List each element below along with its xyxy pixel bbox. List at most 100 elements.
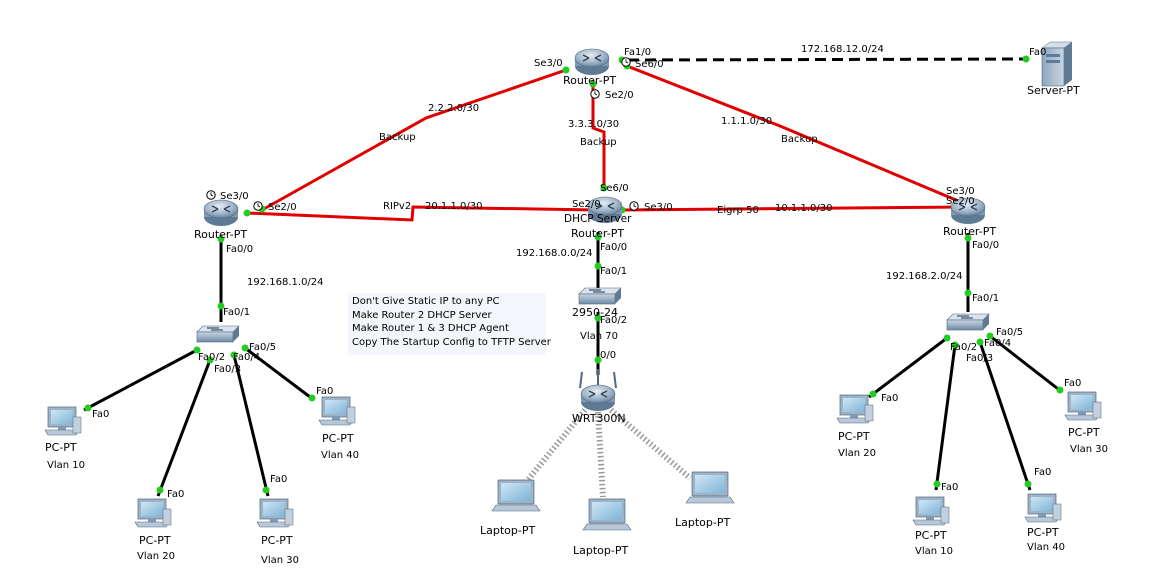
port-label: Fa0 <box>316 386 333 397</box>
laptop-1[interactable] <box>491 479 541 512</box>
wireless-router[interactable] <box>579 369 617 412</box>
link-lsw-pc2 <box>156 359 212 497</box>
router-right-label: Router-PT <box>943 225 996 238</box>
port-label: Se2/0 <box>572 199 601 210</box>
link-rsw-pc3 <box>978 341 1032 491</box>
instructions-note: Don't Give Static IP to any PC Make Rout… <box>348 293 551 355</box>
clock-icon <box>590 89 600 99</box>
pc-label: PC-PT <box>1068 426 1100 439</box>
vlan-label: Vlan 70 <box>580 331 618 342</box>
switch-mid[interactable] <box>578 287 622 305</box>
clock-icon <box>629 201 639 211</box>
port-label: Se3/0 <box>946 186 975 197</box>
switch-mid-label: 2950-24 <box>572 306 618 319</box>
switch-right[interactable] <box>946 313 990 331</box>
link-label-ripv2: RIPv2 <box>383 201 411 212</box>
link-label-backup: Backup <box>580 137 617 148</box>
pc-left-3[interactable] <box>256 498 294 528</box>
pc-right-3[interactable] <box>1024 493 1062 523</box>
port-label: Fa0 <box>881 393 898 404</box>
port-label: Fa0/1 <box>223 307 250 318</box>
port-label: Se6/0 <box>600 183 629 194</box>
pc-right-4[interactable] <box>1064 391 1102 421</box>
link-rsw-pc4 <box>989 334 1063 394</box>
port-label: Se2/0 <box>268 202 297 213</box>
link-router-top-to-router-left <box>261 68 567 212</box>
link-router-mid-to-router-right <box>619 205 966 212</box>
port-label: Fa0/2 <box>600 315 627 326</box>
pc-left-1[interactable] <box>44 406 82 436</box>
pc-label: PC-PT <box>45 441 77 454</box>
port-label: Se3/0 <box>534 58 563 69</box>
link-lsw-pc3 <box>232 354 270 497</box>
port-label: Fa0/0 <box>972 240 999 251</box>
port-label: Fa0/2 <box>950 342 977 353</box>
server-label: Server-PT <box>1027 84 1080 97</box>
port-label: Fa0/3 <box>214 364 241 375</box>
switch-left[interactable] <box>196 325 240 343</box>
port-label: Fa0/1 <box>972 293 999 304</box>
link-router-top-to-router-mid <box>591 80 606 190</box>
link-router-top-to-router-right <box>626 64 964 205</box>
link-router-top-to-server <box>627 57 1027 62</box>
laptop-label: Laptop-PT <box>675 516 730 529</box>
port-label: Fa0 <box>92 409 109 420</box>
port-status-dots <box>84 55 1064 494</box>
pc-label: PC-PT <box>1027 526 1059 539</box>
port-label: Fa0 <box>1029 47 1046 58</box>
port-label: Se3/0 <box>220 191 249 202</box>
port-label: Fa0/3 <box>966 353 993 364</box>
laptop-3[interactable] <box>685 471 735 504</box>
port-label: Fa0/0 <box>226 244 253 255</box>
network-label: 1.1.1.0/30 <box>721 116 772 127</box>
clock-icon <box>621 57 631 67</box>
link-label-eigrp: Eigrp 50 <box>717 205 759 216</box>
clock-icon <box>253 201 263 211</box>
link-label-backup: Backup <box>781 134 818 145</box>
router-mid-label: Router-PT <box>571 227 624 240</box>
port-label: 0/0 <box>600 350 616 361</box>
port-label: Fa1/0 <box>624 47 651 58</box>
port-label: Se3/0 <box>644 202 673 213</box>
server[interactable] <box>1041 41 1073 87</box>
pc-right-2[interactable] <box>912 496 950 526</box>
clock-icon <box>206 190 216 200</box>
port-label: Fa0 <box>167 489 184 500</box>
link-router-left-to-router-mid <box>246 205 597 222</box>
network-label: 3.3.3.0/30 <box>568 119 619 130</box>
network-label: 192.168.1.0/24 <box>247 277 324 288</box>
port-label: Se2/0 <box>605 90 634 101</box>
pc-right-1[interactable] <box>836 394 874 424</box>
vlan-label: Vlan 10 <box>915 546 953 557</box>
note-line: Copy The Startup Config to TFTP Server <box>352 336 551 348</box>
laptop-label: Laptop-PT <box>573 544 628 557</box>
network-label: 192.168.0.0/24 <box>516 248 593 259</box>
port-label: Fa0/4 <box>984 338 1011 349</box>
pc-label: PC-PT <box>322 432 354 445</box>
note-line: Make Router 2 DHCP Server <box>352 309 492 321</box>
router-left[interactable] <box>203 199 239 227</box>
port-label: Fa0/5 <box>996 327 1023 338</box>
laptop-2[interactable] <box>582 498 632 531</box>
pc-label: PC-PT <box>915 529 947 542</box>
port-label: Fa0/1 <box>600 266 627 277</box>
network-label: 172.168.12.0/24 <box>801 44 884 55</box>
router-top[interactable] <box>574 48 610 76</box>
link-lsw-pc1 <box>83 348 198 412</box>
pc-left-2[interactable] <box>134 498 172 528</box>
pc-left-4[interactable] <box>318 396 356 426</box>
pc-label: PC-PT <box>139 534 171 547</box>
vlan-label: Vlan 40 <box>321 450 359 461</box>
port-label: Fa0 <box>270 474 287 485</box>
router-top-label: Router-PT <box>563 74 616 87</box>
router-left-label: Router-PT <box>194 228 247 241</box>
link-label-backup: Backup <box>379 132 416 143</box>
wireless-link-laptop3 <box>609 407 692 481</box>
port-label: Fa0/0 <box>600 242 627 253</box>
vlan-label: Vlan 30 <box>261 555 299 566</box>
pc-label: PC-PT <box>838 430 870 443</box>
laptop-label: Laptop-PT <box>480 524 535 537</box>
port-label: Fa0/4 <box>233 352 260 363</box>
network-label: 2.2.2.0/30 <box>428 103 479 114</box>
